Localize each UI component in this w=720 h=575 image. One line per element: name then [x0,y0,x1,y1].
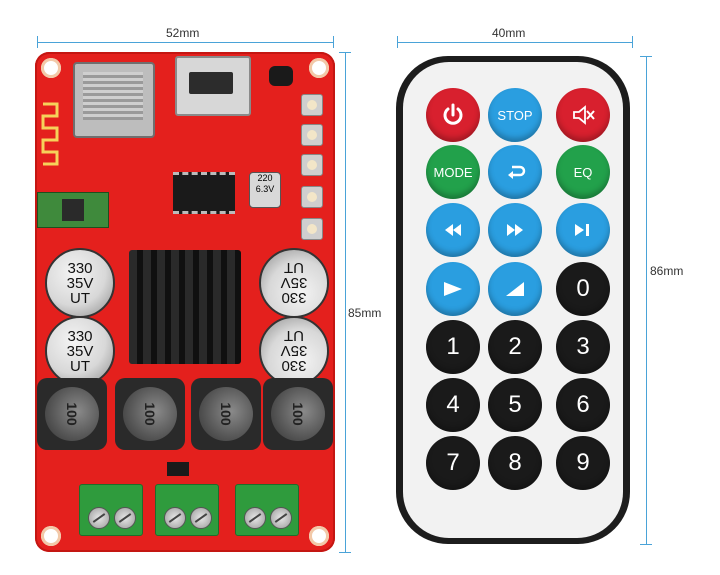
vol-up-icon [503,279,527,299]
remote-6-button[interactable]: 6 [556,378,610,432]
terminal-block[interactable] [79,484,143,536]
usb-port [175,56,251,116]
board-height-tick-top [339,52,351,53]
remote-button-label: 1 [446,333,460,360]
remote-height-tick-bottom [640,544,652,545]
board-button[interactable] [301,186,323,208]
board-width-tick-left [37,36,38,48]
remote-4-button[interactable]: 4 [426,378,480,432]
return-icon [502,159,528,185]
board-width-label: 52mm [166,26,200,40]
remote-0-button[interactable]: 0 [556,262,610,316]
remote-button-label: 5 [508,391,522,418]
remote-button-label: 7 [446,449,460,476]
board-button[interactable] [301,124,323,146]
inductor: 100 [115,378,185,450]
inductor: 100 [37,378,107,450]
remote-button-label: STOP [497,107,533,123]
capacitor: 330 35V UT [45,248,115,318]
board-button[interactable] [301,154,323,176]
board-height-line [345,52,346,552]
mount-hole [309,58,329,78]
main-chip [173,172,235,214]
remote-5-button[interactable]: 5 [488,378,542,432]
remote-width-line [397,42,632,43]
remote-width-tick-left [397,36,398,48]
heatsink [129,250,241,364]
remote-vol-down-button[interactable] [426,262,480,316]
remote-height-line [646,56,647,544]
mute-icon [570,102,596,128]
remote-return-button[interactable] [488,145,542,199]
remote-mute-button[interactable] [556,88,610,142]
remote-button-label: 9 [576,449,590,476]
vol-down-icon [441,279,465,299]
remote-button-label: 0 [576,275,590,302]
inductor: 100 [263,378,333,450]
remote-button-label: MODE [433,164,473,180]
diode [167,462,189,476]
remote-prev-button[interactable] [426,203,480,257]
remote-button-label: 6 [576,391,590,418]
play-pause-icon [573,223,593,237]
capacitor: 330 35V UT [45,316,115,386]
capacitor: 330 35V UT [259,248,329,318]
remote-3-button[interactable]: 3 [556,320,610,374]
remote-8-button[interactable]: 8 [488,436,542,490]
mount-hole [309,526,329,546]
remote-height-label: 86mm [650,264,684,278]
remote-button-label: EQ [573,164,593,180]
remote-height-tick-top [640,56,652,57]
board-height-tick-bottom [339,552,351,553]
remote-button-label: 4 [446,391,460,418]
remote-button-label: 2 [508,333,522,360]
power-icon [440,102,466,128]
remote-7-button[interactable]: 7 [426,436,480,490]
remote-1-button[interactable]: 1 [426,320,480,374]
dc-module [37,192,109,228]
board-button[interactable] [301,94,323,116]
remote-vol-up-button[interactable] [488,262,542,316]
remote-width-tick-right [632,36,633,48]
board-width-line [37,42,333,43]
mount-hole [41,526,61,546]
capacitor: 330 35V UT [259,316,329,386]
remote-stop-button[interactable]: STOP [488,88,542,142]
remote-play-pause-button[interactable] [556,203,610,257]
board-height-label: 85mm [348,306,382,320]
remote-eq-button[interactable]: EQ [556,145,610,199]
remote-button-label: 3 [576,333,590,360]
remote-power-button[interactable] [426,88,480,142]
antenna-trace [41,102,59,166]
remote-9-button[interactable]: 9 [556,436,610,490]
sd-card-slot [73,62,155,138]
terminal-block[interactable] [235,484,299,536]
remote-next-button[interactable] [488,203,542,257]
next-icon [504,223,526,237]
remote-width-label: 40mm [492,26,526,40]
mount-hole [41,58,61,78]
remote-mode-button[interactable]: MODE [426,145,480,199]
remote-button-label: 8 [508,449,522,476]
board-button[interactable] [301,218,323,240]
terminal-block[interactable] [155,484,219,536]
ir-receiver [269,66,293,86]
inductor: 100 [191,378,261,450]
board-width-tick-right [333,36,334,48]
prev-icon [442,223,464,237]
remote-2-button[interactable]: 2 [488,320,542,374]
